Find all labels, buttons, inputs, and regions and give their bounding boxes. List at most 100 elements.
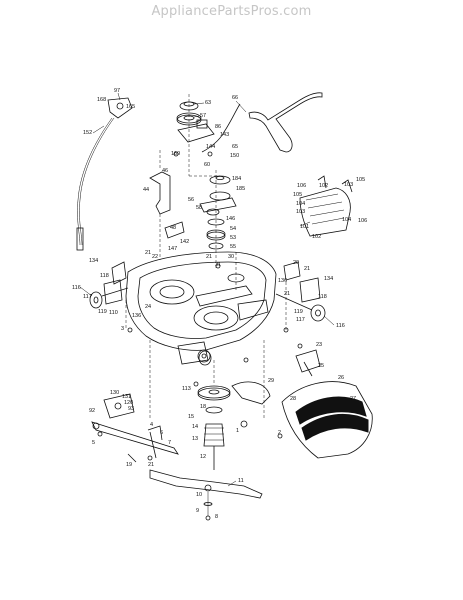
callout: 119 xyxy=(294,309,303,315)
callout: 54 xyxy=(230,226,236,232)
callout: 25 xyxy=(318,363,324,369)
callout: 63 xyxy=(205,100,211,106)
callout: 65 xyxy=(232,144,238,150)
callout: 29 xyxy=(268,378,274,384)
callout: 66 xyxy=(232,95,238,101)
callout: 19 xyxy=(126,462,132,468)
callout: 8 xyxy=(215,514,218,520)
deck-wheel-front[interactable] xyxy=(198,350,212,366)
callout: 152 xyxy=(83,130,92,136)
callout: 93 xyxy=(128,406,134,412)
callout: 60 xyxy=(204,162,210,168)
callout: 13 xyxy=(192,436,198,442)
callout: 15 xyxy=(188,414,194,420)
callout: 18 xyxy=(200,404,206,410)
callout: 20 xyxy=(293,260,299,266)
callout: 106 xyxy=(297,183,306,189)
blade-spindle[interactable] xyxy=(197,360,271,470)
callout: 136 xyxy=(132,313,141,319)
control-cable[interactable] xyxy=(76,97,241,251)
callout: 4 xyxy=(150,422,153,428)
callout: 2 xyxy=(278,430,281,436)
callout: 44 xyxy=(143,187,149,193)
callout: 31 xyxy=(215,262,221,268)
assembly-guide-lines xyxy=(125,150,287,420)
callout: 136 xyxy=(278,278,287,284)
callout: 21 xyxy=(148,462,154,468)
callout: 9 xyxy=(196,508,199,514)
callout: 48 xyxy=(170,225,176,231)
callout: 10 xyxy=(196,492,202,498)
mulch-cover[interactable] xyxy=(281,349,373,459)
callout: 110 xyxy=(109,310,118,316)
callout: 105 xyxy=(356,177,365,183)
callout: 27 xyxy=(350,396,356,402)
callout: 11 xyxy=(238,478,244,484)
callout: 3 xyxy=(121,326,124,332)
fasteners xyxy=(97,151,303,461)
callout: 118 xyxy=(318,294,327,300)
callout: 168 xyxy=(97,97,106,103)
callout: 147 xyxy=(168,246,177,252)
callout: 106 xyxy=(358,218,367,224)
callout: 150 xyxy=(230,153,239,159)
callout: 116 xyxy=(72,285,81,291)
callout: 7 xyxy=(168,440,171,446)
callout: 21 xyxy=(206,254,212,260)
callout: 102 xyxy=(319,183,328,189)
callout: 113 xyxy=(182,386,191,392)
callout: 119 xyxy=(98,309,107,315)
discharge-deflector[interactable] xyxy=(299,175,353,237)
callout: 5 xyxy=(92,440,95,446)
callout: 6 xyxy=(160,430,163,436)
leader-lines xyxy=(79,92,335,487)
callout: 185 xyxy=(236,186,245,192)
wheel-bracket-left[interactable] xyxy=(103,261,127,305)
callout: 131 xyxy=(122,394,131,400)
drive-belt[interactable] xyxy=(248,92,323,153)
callout: 120 xyxy=(124,400,133,406)
part-callouts: 97 168 165 152 66 63 57 86 143 144 65 16… xyxy=(72,88,367,520)
callout: 104 xyxy=(296,201,305,207)
callout: 46 xyxy=(162,168,168,174)
callout: 28 xyxy=(290,396,296,402)
callout: 165 xyxy=(126,104,135,110)
callout: 57 xyxy=(200,113,206,119)
callout: 144 xyxy=(206,144,215,150)
callout: 118 xyxy=(100,273,109,279)
callout: 30 xyxy=(228,254,234,260)
callout: 134 xyxy=(324,276,333,282)
deck-wheel-right[interactable] xyxy=(275,293,326,322)
callout: 117 xyxy=(296,317,305,323)
callout: 1 xyxy=(236,428,239,434)
callout: 23 xyxy=(316,342,322,348)
callout: 97 xyxy=(114,88,120,94)
callout: 53 xyxy=(230,235,236,241)
callout: 56 xyxy=(188,197,194,203)
callout: 169 xyxy=(171,151,180,157)
mower-blade[interactable] xyxy=(149,469,263,521)
callout: 116 xyxy=(336,323,345,329)
callout: 103 xyxy=(344,182,353,188)
callout: 55 xyxy=(230,244,236,250)
callout: 142 xyxy=(180,239,189,245)
deck-pulley-stack[interactable] xyxy=(199,170,237,270)
callout: 143 xyxy=(220,132,229,138)
belt-guard-bracket[interactable] xyxy=(149,171,185,260)
callout: 21 xyxy=(145,250,151,256)
deck-wheel-left[interactable] xyxy=(89,287,129,309)
idler-pulley-assembly[interactable] xyxy=(176,94,220,177)
watermark: AppliancePartsPros.com xyxy=(151,4,312,19)
front-link-arm[interactable] xyxy=(91,393,179,463)
callout: 117 xyxy=(83,294,92,300)
callout: 58 xyxy=(196,205,202,211)
callout: 21 xyxy=(304,266,310,272)
callout: 130 xyxy=(110,390,119,396)
wheel-bracket-right[interactable] xyxy=(283,261,321,303)
callout: 24 xyxy=(145,304,151,310)
callout: 102 xyxy=(312,234,321,240)
callout: 14 xyxy=(192,424,198,430)
callout: 86 xyxy=(215,124,221,130)
callout: 101 xyxy=(300,224,309,230)
